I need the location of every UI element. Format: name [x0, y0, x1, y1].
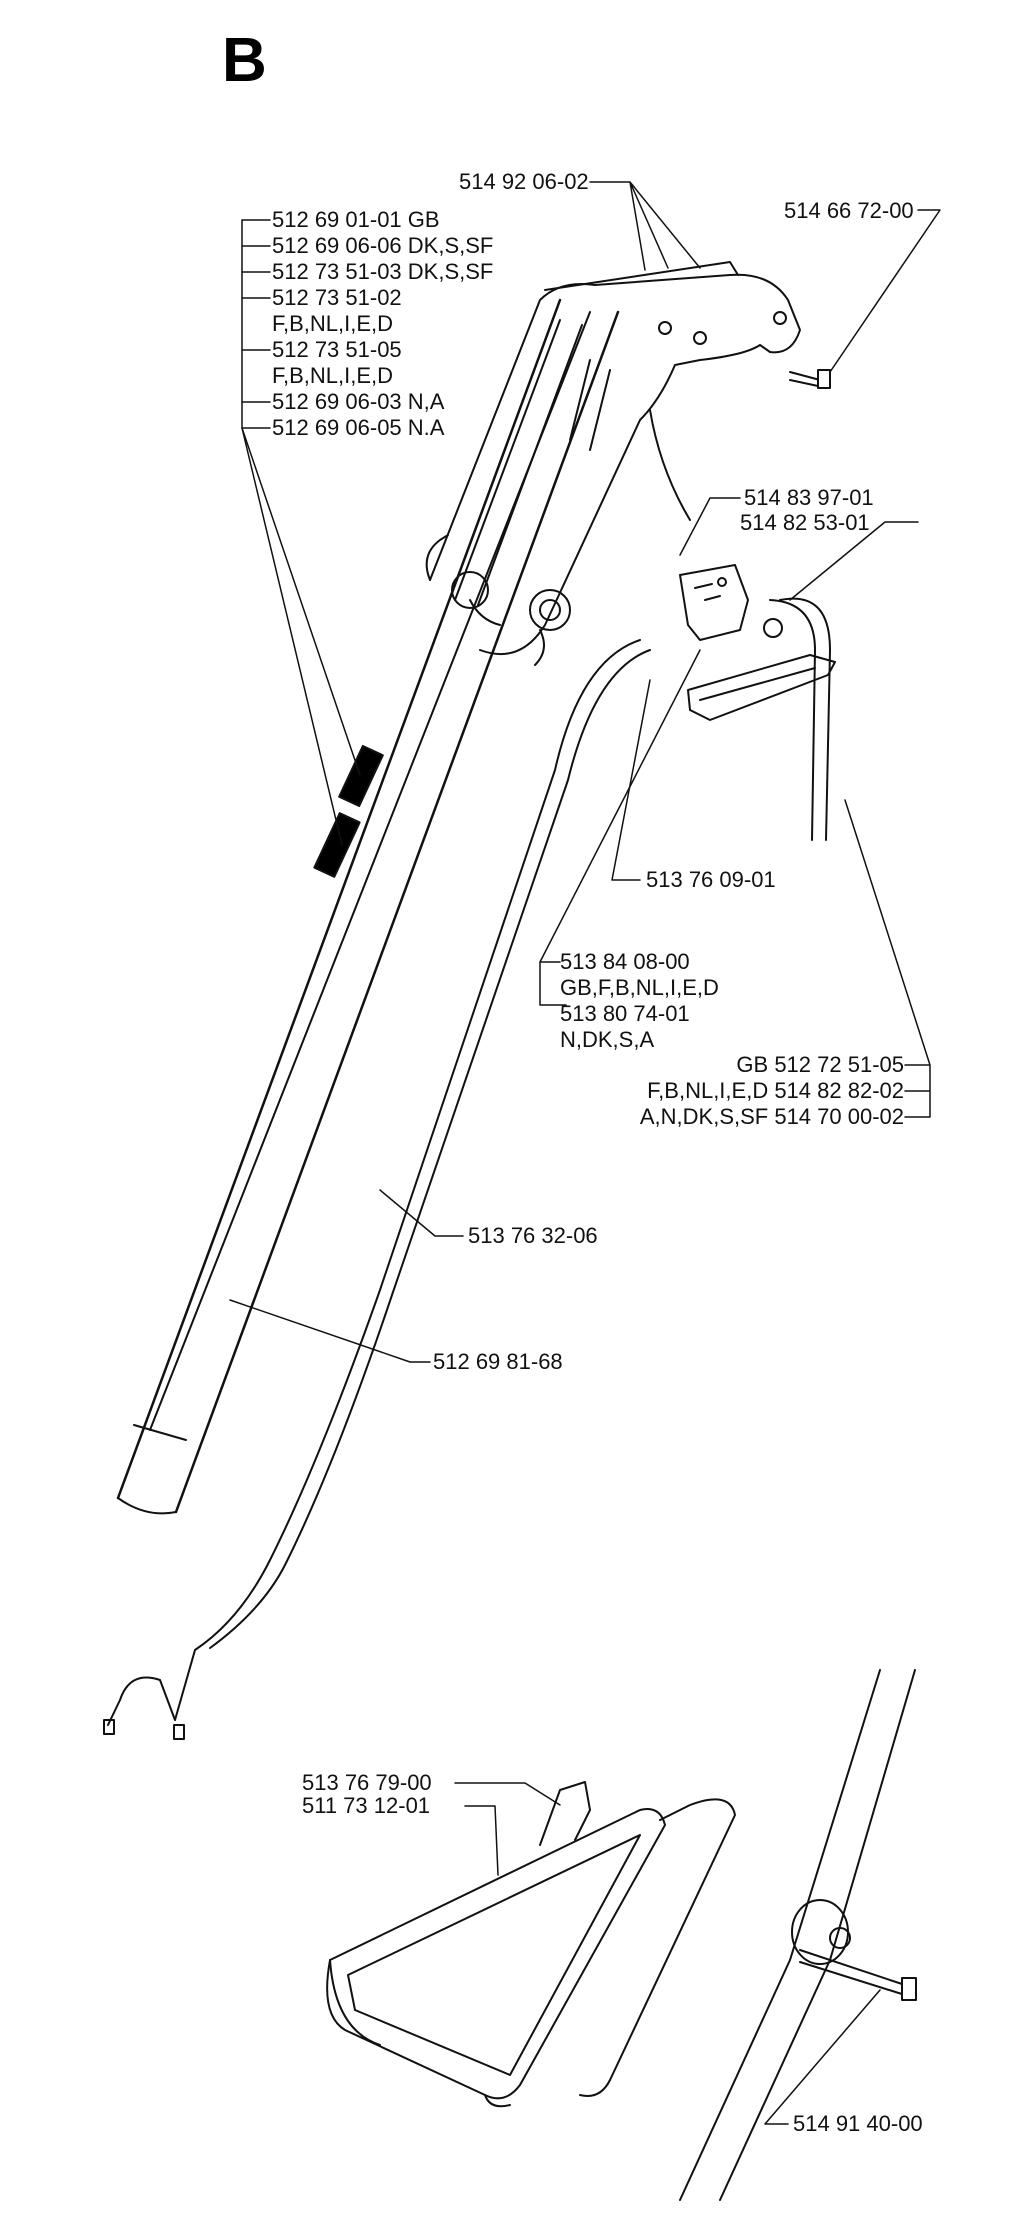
part-label-512698168: 512 69 81-68 [433, 1349, 563, 1374]
handle-wire [649, 409, 691, 521]
switch-unit [679, 564, 749, 641]
part-label-514920602: 514 92 06-02 [459, 169, 589, 194]
screw-514667200 [789, 369, 831, 389]
part-label-sub-6: F,B,NL,I,E,D [272, 363, 394, 388]
bolt-514914000 [799, 1949, 917, 2001]
main-shaft-tube [116, 298, 620, 1515]
part-label-sub-1: 512 69 06-06 DK,S,SF [272, 233, 494, 258]
part-label-sub-2: 512 73 51-03 DK,S,SF [272, 259, 494, 284]
part-label-sub-8: 512 69 06-05 N.A [272, 415, 445, 440]
part-label-sub-0: 512 69 01-01 GB [272, 207, 440, 232]
part-label-513760901: 513 76 09-01 [646, 867, 776, 892]
part-label-switch-2: 513 80 74-01 [560, 1001, 690, 1026]
loop-handle [326, 1781, 736, 2108]
part-label-513763206: 513 76 32-06 [468, 1223, 598, 1248]
part-label-sub-4: F,B,NL,I,E,D [272, 311, 394, 336]
part-label-cable-1: F,B,NL,I,E,D 514 82 82-02 [647, 1078, 904, 1103]
part-label-514667200: 514 66 72-00 [784, 198, 914, 223]
internal-wire [174, 639, 651, 1721]
switch-cover [687, 654, 836, 721]
part-label-sub-7: 512 69 06-03 N,A [272, 389, 445, 414]
part-label-513767900: 513 76 79-00 [302, 1770, 432, 1795]
part-label-514825301: 514 82 53-01 [740, 510, 870, 535]
part-label-switch-0: 513 84 08-00 [560, 949, 690, 974]
cable-nut [763, 618, 783, 638]
part-label-switch-3: N,DK,S,A [560, 1027, 655, 1052]
leader-lines [229, 181, 941, 2125]
section-title: B [222, 26, 267, 95]
cable-clip-upper [338, 744, 384, 808]
upper-handle [425, 261, 801, 666]
part-label-cable-0: GB 512 72 51-05 [736, 1052, 904, 1077]
part-label-514914000: 514 91 40-00 [793, 2111, 923, 2136]
part-label-switch-1: GB,F,B,NL,I,E,D [560, 975, 719, 1000]
part-label-sub-5: 512 73 51-05 [272, 337, 402, 362]
cable-clip-lower [313, 812, 361, 878]
part-label-511731201: 511 73 12-01 [302, 1793, 431, 1818]
part-label-sub-3: 512 73 51-02 [272, 285, 402, 310]
part-label-514839701: 514 83 97-01 [744, 485, 874, 510]
part-label-cable-2: A,N,DK,S,SF 514 70 00-02 [639, 1104, 904, 1129]
